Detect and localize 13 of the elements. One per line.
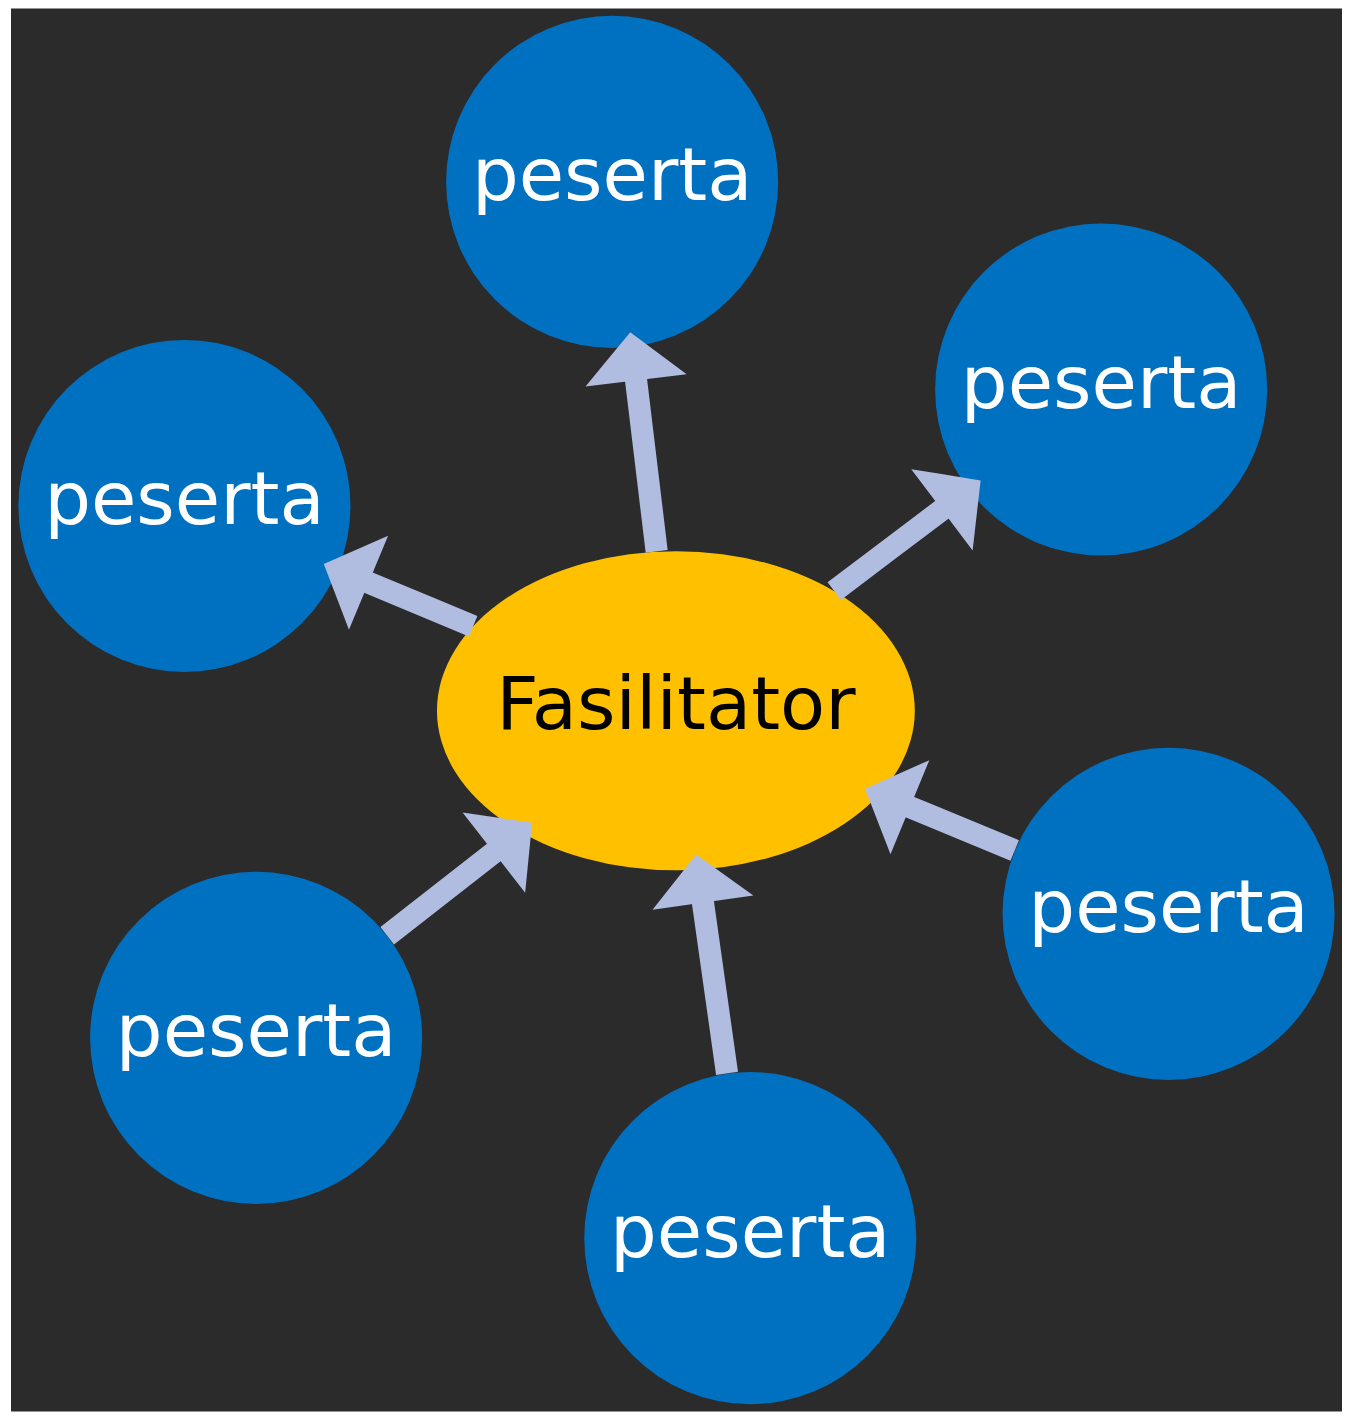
arrow [865,760,1019,861]
arrow [827,469,981,600]
arrow [652,854,754,1075]
arrow [380,812,533,945]
node-circle: peserta [446,15,779,348]
node-circle: peserta [935,223,1268,556]
arrow [585,332,687,553]
arrow [323,535,478,637]
node-circle: peserta [1002,747,1335,1080]
node-circle: peserta [90,871,423,1204]
node-circle: peserta [584,1072,917,1405]
node-ellipse: Fasilitator [436,551,915,871]
node-circle: peserta [18,339,351,672]
